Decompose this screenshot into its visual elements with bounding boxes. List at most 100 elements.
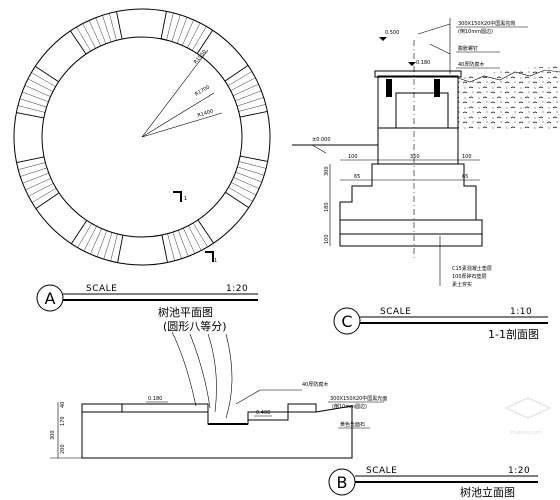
segment-fine-line	[235, 171, 262, 183]
ring-segments	[16, 11, 268, 263]
callout-leader-1	[417, 23, 451, 35]
segment-fine-line	[238, 104, 266, 112]
segment-fine-line	[192, 26, 207, 51]
ground-tick	[311, 144, 327, 154]
watermark-logo	[504, 397, 552, 419]
section-callout-2: (倒10mm圆边)	[458, 28, 493, 35]
segment-fine-line	[235, 90, 262, 102]
segment-joint	[160, 11, 167, 39]
inner-ring	[41, 36, 243, 238]
soil-line	[457, 69, 560, 83]
segment-fine-line	[28, 183, 54, 197]
segment-fine-line	[19, 98, 47, 108]
section-scale-word: SCALE	[380, 307, 411, 317]
plan-bubble-letter: A	[45, 289, 56, 308]
segment-joint	[35, 65, 59, 83]
elevation-scale-word: SCALE	[366, 466, 397, 476]
pit-interior	[395, 92, 449, 129]
segment-fine-line	[238, 161, 267, 169]
tree-pit-elevation: 0.180 0.400 40 170 300 200 40厚防腐木 300X15…	[50, 381, 387, 459]
top-level: 0.500	[385, 30, 399, 36]
segment-fine-line	[31, 188, 57, 203]
segment-joint	[16, 112, 44, 119]
segment-fine-line	[167, 233, 175, 261]
leader-4	[225, 333, 233, 419]
elevation-dim-1: 40	[60, 402, 66, 408]
segment-fine-line	[22, 172, 49, 184]
segment-fine-line	[166, 12, 174, 41]
segment-fine-line	[183, 227, 196, 254]
segment-joint	[239, 111, 268, 118]
segment-fine-line	[96, 230, 108, 257]
dim-second-2: 65	[462, 174, 468, 180]
inner-level: 0.180	[416, 60, 430, 66]
segment-fine-line	[237, 166, 265, 176]
elevation-level-right: 0.400	[256, 410, 270, 416]
segment-fine-line	[90, 228, 102, 255]
segment-fine-line	[20, 167, 47, 177]
elevation-dim-4: 200	[60, 444, 66, 454]
segment-fine-line	[172, 232, 182, 259]
elevation-coping-left	[81, 403, 123, 413]
segment-joint	[224, 65, 249, 82]
segment-fine-line	[182, 19, 194, 46]
leader-3	[207, 333, 217, 413]
section-mark-bottom-label: 1	[214, 258, 217, 264]
segment-fine-line	[110, 233, 118, 262]
elevation-coping-right	[287, 403, 317, 413]
radius-label-1700: R1700	[194, 84, 211, 97]
elevation-bubble-letter: B	[337, 473, 348, 492]
section-mark-bottom	[205, 251, 214, 262]
segment-joint	[70, 30, 87, 55]
elevation-level-left: 0.180	[148, 396, 162, 402]
elevation-body	[81, 405, 353, 459]
segment-fine-line	[83, 226, 97, 252]
base-callout-2: 100厚碎石垫层	[452, 273, 487, 280]
segment-fine-line	[193, 222, 208, 248]
section-scale-ratio: 1:10	[510, 307, 532, 317]
segment-fine-line	[176, 17, 188, 44]
segment-joint	[161, 234, 168, 263]
elevation-title-block: B SCALE 1:20 树池立面图	[328, 466, 538, 499]
watermark-text: zhulong.com	[510, 430, 542, 436]
segment-fine-line	[22, 91, 49, 103]
segment-fine-line	[103, 232, 113, 260]
dim-second-1: 65	[354, 174, 360, 180]
segment-fine-line	[25, 178, 52, 191]
segment-fine-line	[237, 97, 264, 107]
elevation-coping-mid	[247, 411, 289, 421]
dim-top-1: 100	[348, 154, 358, 160]
radius-label-1400: R1400	[197, 108, 214, 118]
segment-fine-line	[187, 22, 201, 48]
dim-top-3: 100	[462, 154, 472, 160]
radius-line-3	[141, 112, 223, 138]
segment-joint	[70, 220, 88, 244]
plan-title-block: A SCALE 1:20 树池平面图 (圆形八等分)	[36, 284, 258, 333]
segment-fine-line	[77, 223, 92, 248]
segment-fine-line	[24, 85, 51, 97]
section-bubble-letter: C	[341, 312, 352, 331]
segment-fine-line	[18, 162, 46, 170]
dim-left-1: 300	[324, 166, 330, 176]
section-mark-top	[173, 191, 182, 202]
section-mark-top-label: 1	[184, 196, 187, 202]
tree-pit-plan: R1950 R1700 R1400 1 1	[13, 8, 271, 266]
dim-left-3: 100	[324, 234, 330, 244]
elevation-scale-ratio: 1:20	[508, 466, 530, 476]
segment-fine-line	[31, 72, 56, 87]
leader-1	[171, 331, 197, 407]
segment-fine-line	[17, 105, 46, 113]
callout-leader-2	[429, 43, 451, 55]
segment-joint	[240, 155, 268, 162]
segment-fine-line	[227, 71, 253, 86]
elevation-dim-3: 300	[50, 430, 56, 440]
dim-top-2: 350	[410, 154, 420, 160]
soil-area	[458, 66, 560, 130]
segment-joint	[197, 219, 214, 244]
concrete-base	[339, 233, 483, 247]
segment-joint	[35, 192, 60, 209]
segment-joint	[225, 191, 249, 209]
plan-title-2: (圆形八等分)	[163, 319, 227, 333]
elevation-title: 树池立面图	[460, 485, 515, 499]
